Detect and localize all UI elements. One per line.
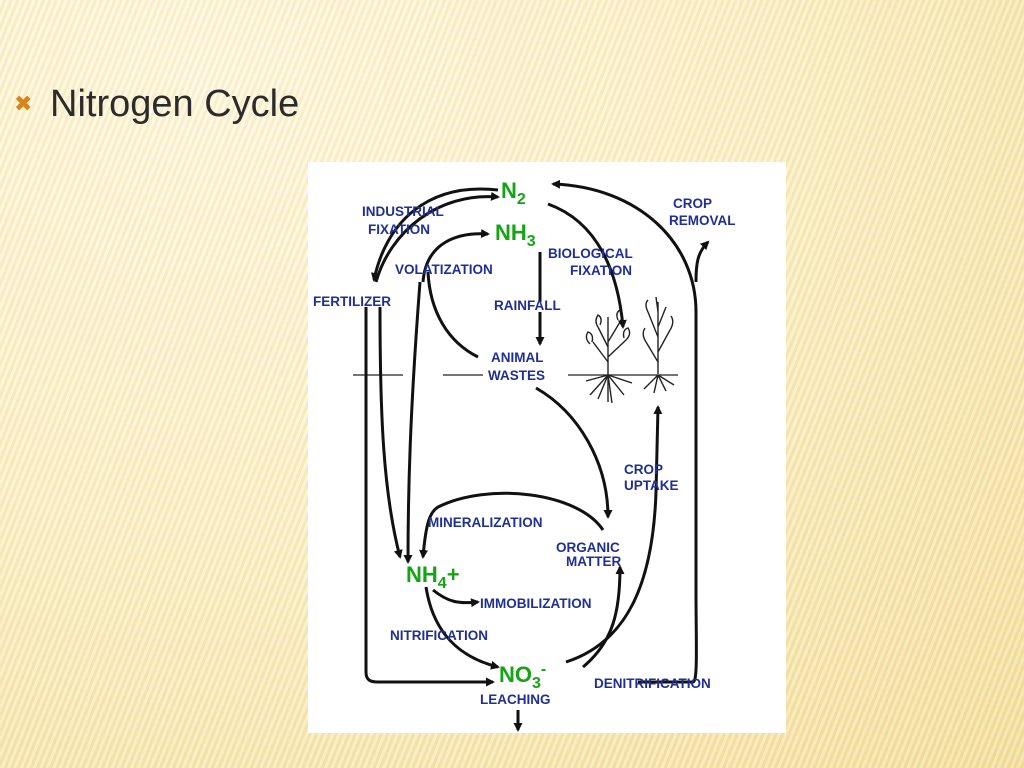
mineralization-label: MINERALIZATION	[428, 515, 543, 530]
organic-matter-label-1: ORGANIC	[556, 540, 620, 555]
fertilizer-label: FERTILIZER	[313, 294, 391, 309]
leaching-label: LEACHING	[480, 692, 551, 707]
slide-title: Nitrogen Cycle	[50, 82, 300, 125]
no3-label: NO3-	[499, 661, 546, 692]
industrial-fixation-label-2: FIXATION	[368, 222, 430, 237]
crop-uptake-label-2: UPTAKE	[624, 478, 679, 493]
biological-fixation-label-2: FIXATION	[570, 263, 632, 278]
plant-icon	[585, 296, 675, 404]
organic-matter-label-2: MATTER	[566, 554, 621, 569]
nitrification-label: NITRIFICATION	[390, 628, 488, 643]
nh3-label: NH3	[495, 220, 536, 250]
immobilization-label: IMMOBILIZATION	[480, 596, 591, 611]
crop-removal-label-1: CROP	[673, 196, 712, 211]
n2-label: N2	[501, 178, 526, 208]
crop-removal-label-2: REMOVAL	[669, 213, 736, 228]
diagram-canvas: N2 NH3 NH4+ NO3- INDUSTRIAL FIXATION CRO…	[313, 178, 736, 732]
industrial-fixation-label-1: INDUSTRIAL	[362, 204, 444, 219]
rainfall-label: RAINFALL	[494, 298, 561, 313]
title-row: ✖ Nitrogen Cycle	[14, 80, 299, 128]
animal-wastes-label-1: ANIMAL	[491, 350, 544, 365]
nh4-label: NH4+	[406, 562, 460, 592]
volatization-label: VOLATIZATION	[395, 262, 493, 277]
denitrification-label: DENITRIFICATION	[594, 676, 711, 691]
nitrogen-cycle-diagram: N2 NH3 NH4+ NO3- INDUSTRIAL FIXATION CRO…	[308, 162, 786, 733]
cycle-arrows	[364, 179, 710, 732]
biological-fixation-label-1: BIOLOGICAL	[548, 246, 633, 261]
crop-uptake-label-1: CROP	[624, 462, 663, 477]
animal-wastes-label-2: WASTES	[488, 368, 545, 383]
x-bullet-icon: ✖	[14, 91, 33, 117]
